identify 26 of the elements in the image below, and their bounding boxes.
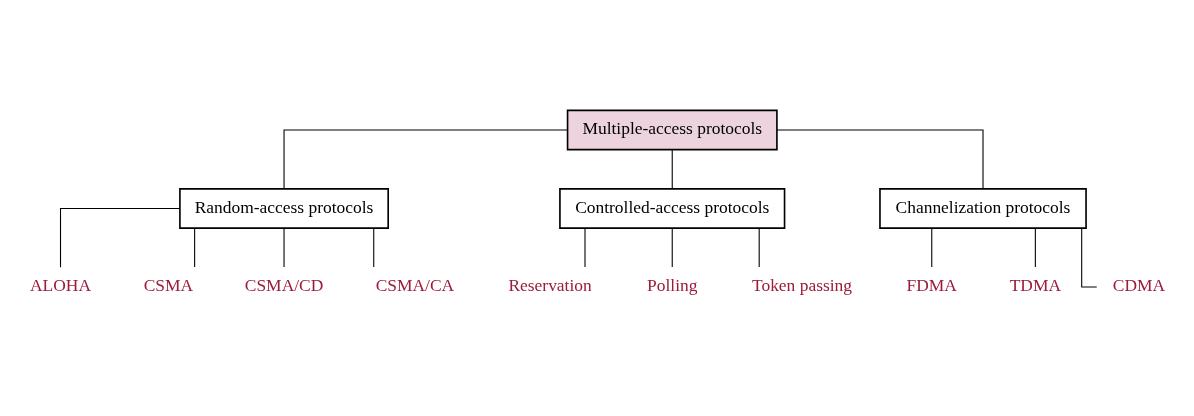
connector — [671, 148, 673, 189]
node-text: CDMA — [1112, 274, 1166, 295]
node-box: Channelization protocols — [879, 187, 1087, 229]
node-text: CSMA/CA — [375, 274, 455, 295]
node-box: Random-access protocols — [179, 187, 389, 229]
node-box: Controlled-access protocols — [559, 187, 786, 229]
connector — [283, 227, 285, 267]
node-text: Reservation — [508, 274, 592, 295]
connector — [758, 227, 760, 267]
connector — [194, 227, 196, 267]
node-text: TDMA — [1009, 274, 1062, 295]
node-text: ALOHA — [30, 274, 92, 295]
node-text: CSMA — [143, 274, 194, 295]
connector — [671, 227, 673, 267]
node-text: Token passing — [751, 274, 853, 295]
connector — [584, 227, 586, 267]
connector — [776, 128, 984, 189]
node-box: Multiple-access protocols — [566, 109, 778, 150]
node-text: CSMA/CD — [244, 274, 324, 295]
node-text: Polling — [647, 274, 698, 295]
connector — [1034, 227, 1036, 267]
node-text: FDMA — [906, 274, 957, 295]
connector — [373, 227, 375, 267]
connector — [59, 207, 181, 268]
connector — [931, 227, 933, 267]
connector — [283, 128, 568, 189]
